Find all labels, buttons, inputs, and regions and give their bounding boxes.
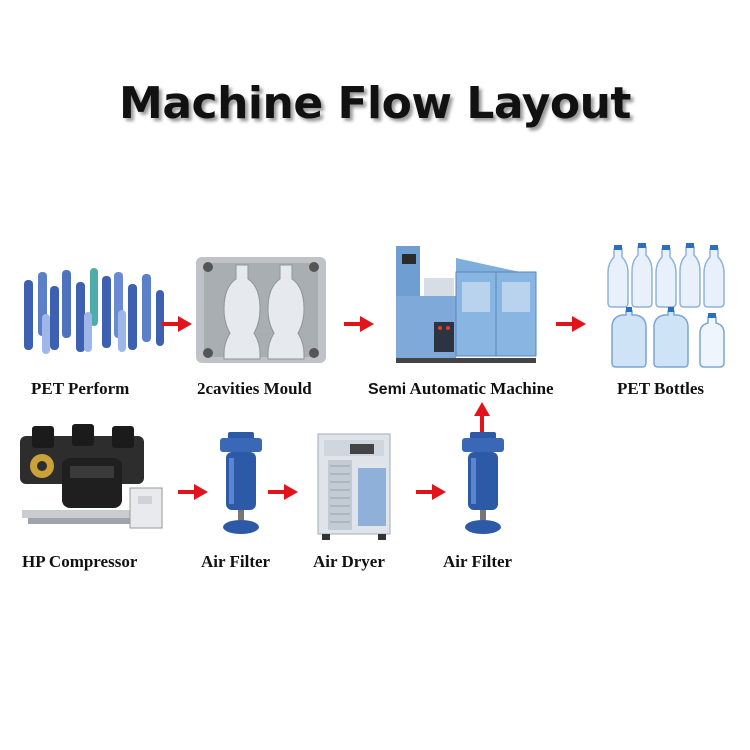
pet-preform-image — [18, 262, 168, 360]
air-filter-2-image — [460, 430, 506, 540]
air-filter-2-label: Air Filter — [443, 552, 513, 571]
arrow-mould-to-machine — [344, 316, 374, 332]
arrow-machine-to-bottles — [556, 316, 586, 332]
semi-label-part: Semi — [368, 381, 407, 398]
semi-automatic-machine-label: Semi Automatic Machine — [368, 379, 554, 399]
hp-compressor-image — [12, 418, 172, 538]
air-dryer-image — [314, 432, 394, 542]
arrow-preform-to-mould — [162, 316, 192, 332]
page-title: Machine Flow Layout — [119, 78, 631, 129]
air-filter-1-image — [218, 430, 264, 540]
mould-image — [192, 253, 330, 368]
arrow-dryer-to-filter — [416, 484, 446, 500]
mould-label: 2cavities Mould — [197, 379, 312, 398]
air-filter-1-label: Air Filter — [201, 552, 271, 571]
arrow-filter-to-machine — [474, 402, 490, 432]
pet-bottles-label: PET Bottles — [617, 379, 705, 398]
air-dryer-label: Air Dryer — [313, 552, 385, 571]
pet-perform-label: PET Perform — [31, 379, 130, 398]
hp-compressor-label: HP Compressor — [22, 552, 138, 571]
arrow-filter-to-dryer — [268, 484, 298, 500]
arrow-compressor-to-filter — [178, 484, 208, 500]
blow-machine-image — [390, 238, 540, 366]
pet-bottles-image — [604, 243, 734, 369]
automatic-machine-label-part: Automatic Machine — [406, 379, 554, 398]
